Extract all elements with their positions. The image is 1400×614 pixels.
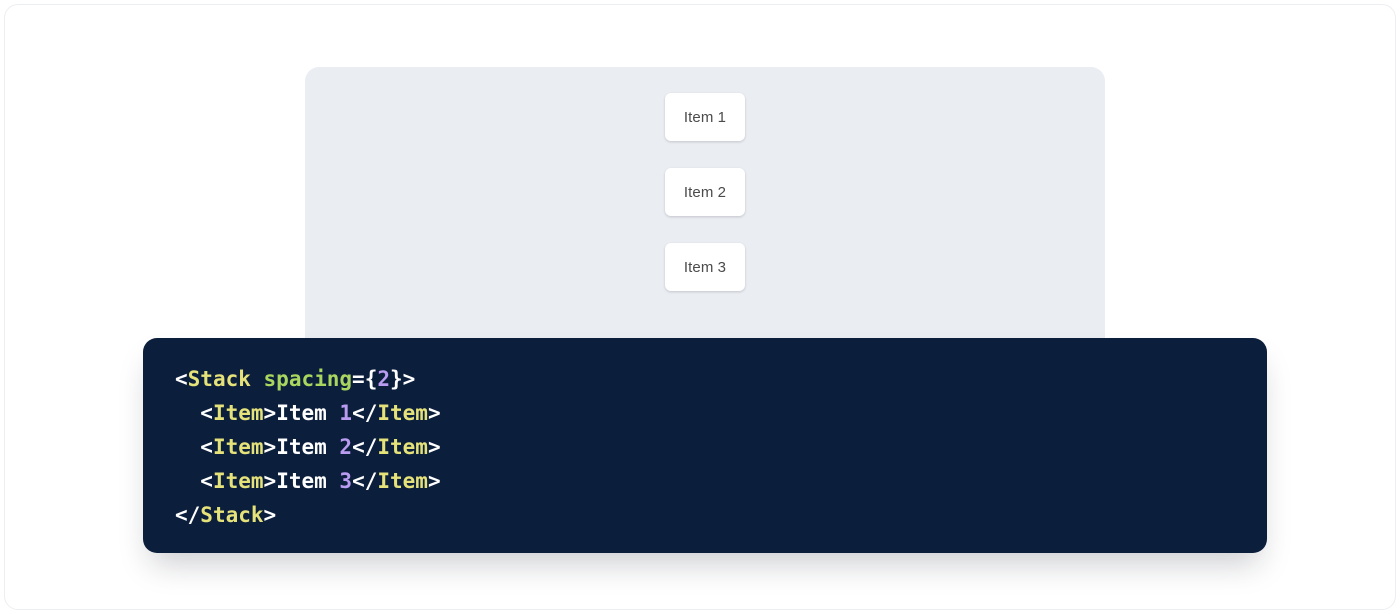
code-token-punct: </ (352, 469, 378, 493)
code-token-punct: < (200, 401, 213, 425)
stack-item-card[interactable]: Item 3 (665, 243, 745, 291)
code-token-num: 3 (339, 469, 353, 493)
code-snippet-text: <Stack spacing={2}> <Item>Item 1</Item> … (175, 362, 1235, 532)
code-token-punct: < (175, 367, 188, 391)
code-token-punct: </ (175, 503, 201, 527)
code-line: <Item>Item 3</Item> (175, 469, 441, 493)
code-token-tag: Item (212, 401, 264, 425)
code-line: <Stack spacing={2}> (175, 367, 415, 391)
code-line: <Item>Item 2</Item> (175, 435, 441, 459)
code-line: </Stack> (175, 503, 276, 527)
code-token-punct: < (200, 469, 213, 493)
code-token-punct: ={ (352, 367, 378, 391)
code-token-text (251, 367, 264, 391)
code-token-text: Item (276, 401, 340, 425)
stack-item-card[interactable]: Item 2 (665, 168, 745, 216)
code-token-punct: > (263, 469, 277, 493)
code-token-punct: > (427, 469, 441, 493)
code-token-tag: Item (212, 469, 264, 493)
code-token-num: 2 (377, 367, 390, 391)
code-token-punct: > (263, 435, 277, 459)
code-token-tag: Item (377, 435, 428, 459)
code-token-num: 2 (339, 435, 353, 459)
code-token-punct: }> (390, 367, 416, 391)
code-token-tag: Item (212, 435, 264, 459)
code-token-tag: Stack (187, 367, 251, 391)
code-token-tag: Stack (200, 503, 264, 527)
code-token-tag: Item (377, 401, 428, 425)
code-token-punct: > (427, 401, 441, 425)
code-line: <Item>Item 1</Item> (175, 401, 441, 425)
code-token-punct: > (427, 435, 441, 459)
code-token-punct: < (200, 435, 213, 459)
code-token-text: Item (276, 435, 340, 459)
stack-item-card[interactable]: Item 1 (665, 93, 745, 141)
code-token-punct: </ (352, 401, 378, 425)
code-token-tag: Item (377, 469, 428, 493)
code-token-punct: </ (352, 435, 378, 459)
code-token-punct: > (263, 401, 277, 425)
code-token-attr: spacing (263, 367, 353, 391)
code-token-punct: > (263, 503, 277, 527)
code-snippet-block: <Stack spacing={2}> <Item>Item 1</Item> … (143, 338, 1267, 553)
code-token-text: Item (276, 469, 340, 493)
code-token-num: 1 (339, 401, 353, 425)
stack-container: Item 1 Item 2 Item 3 (665, 93, 745, 291)
